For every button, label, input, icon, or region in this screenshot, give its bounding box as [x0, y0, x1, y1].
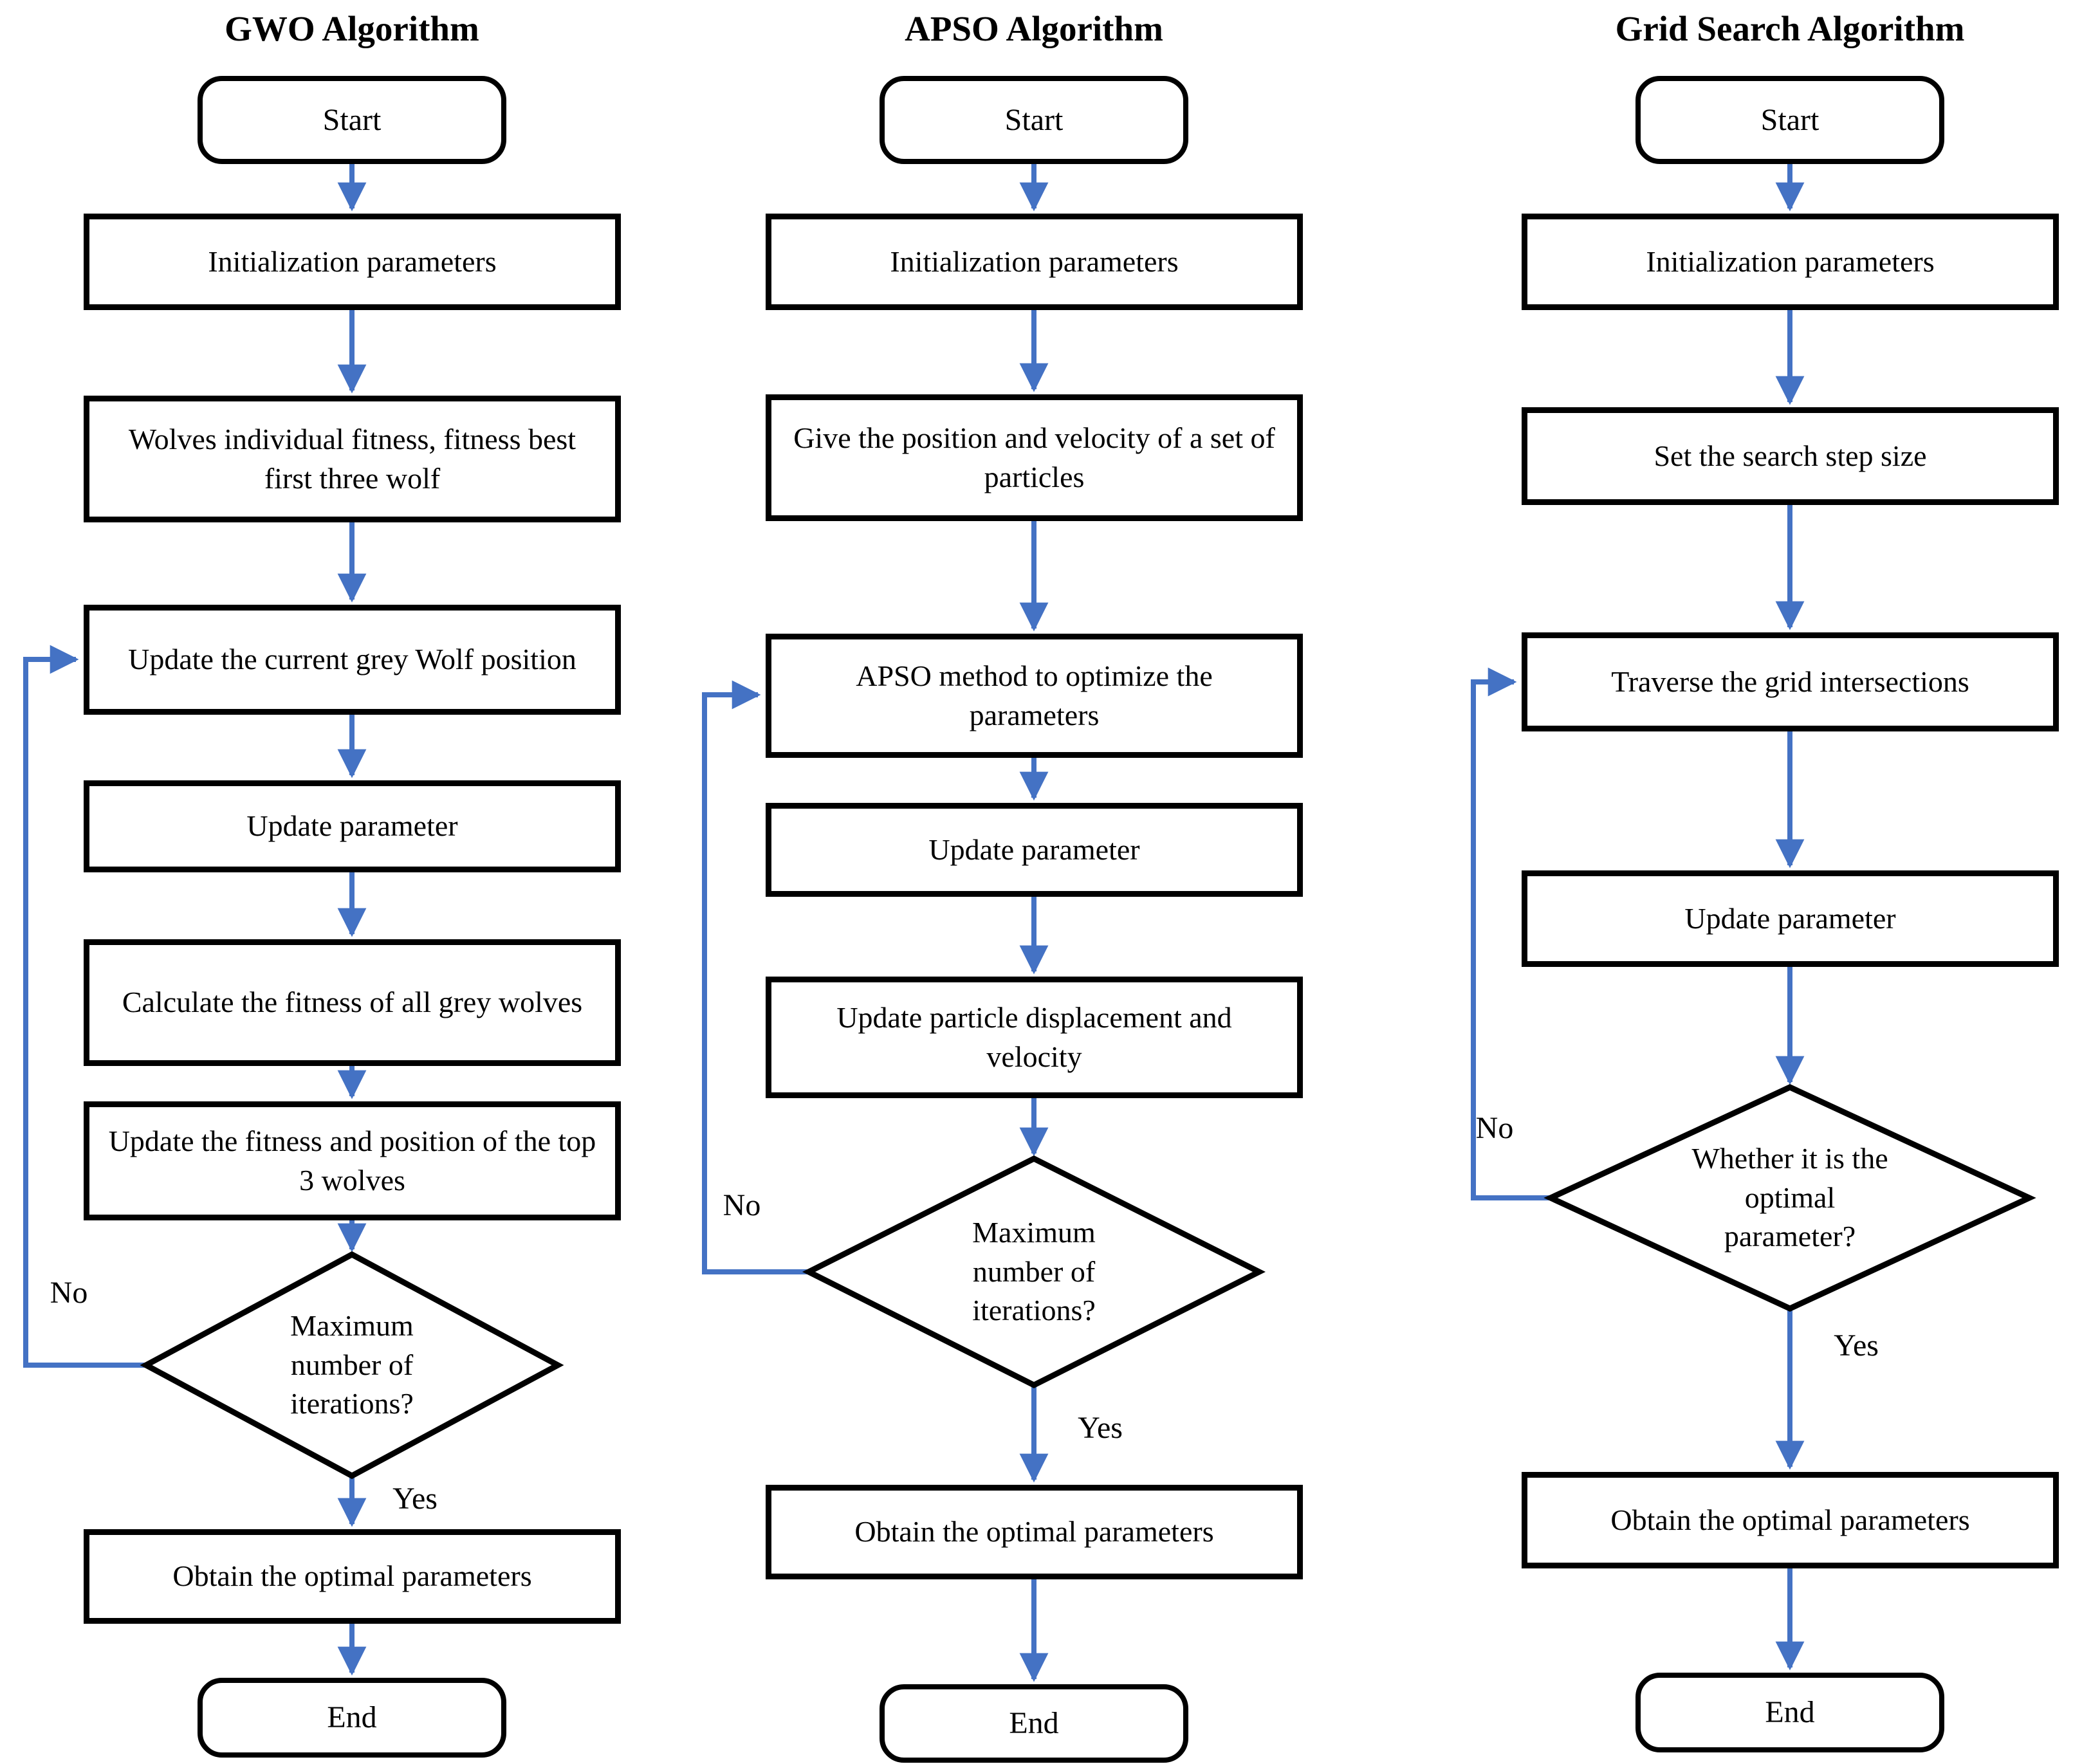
gwo-step-update-wolf-position: Update the current grey Wolf position: [84, 605, 621, 715]
apso-end-node: End: [880, 1684, 1188, 1763]
apso-no-label: No: [723, 1188, 761, 1222]
grid-search-column-title: Grid Search Algorithm: [1615, 9, 1965, 48]
grid-search-end-node: End: [1635, 1673, 1944, 1752]
gwo-step-update-parameter: Update parameter: [84, 780, 621, 872]
apso-column-title: APSO Algorithm: [905, 9, 1163, 48]
apso-step-optimize-parameters: APSO method to optimize the parameters: [766, 634, 1303, 758]
apso-step-obtain-optimal: Obtain the optimal parameters: [766, 1485, 1303, 1579]
grid-search-step-update-parameter: Update parameter: [1522, 870, 2059, 967]
gwo-decision-text: Maximum number of iterations?: [290, 1309, 414, 1420]
gwo-yes-label: Yes: [392, 1482, 438, 1516]
grid-search-flow-arrows: [1471, 164, 1805, 1671]
grid-search-yes-label: Yes: [1834, 1328, 1879, 1363]
apso-decision-text: Maximum number of iterations?: [972, 1215, 1096, 1327]
apso-step-initialization: Initialization parameters: [766, 214, 1303, 310]
grid-search-no-label: No: [1475, 1111, 1514, 1145]
gwo-flow-arrows: [23, 164, 367, 1676]
gwo-end-node: End: [198, 1678, 506, 1758]
apso-decision-diamond: [802, 1155, 1266, 1389]
gwo-step-update-top3-wolves: Update the fitness and position of the t…: [84, 1101, 621, 1220]
apso-step-update-parameter: Update parameter: [766, 803, 1303, 897]
gwo-step-obtain-optimal: Obtain the optimal parameters: [84, 1529, 621, 1624]
apso-step-update-displacement-velocity: Update particle displacement and velocit…: [766, 977, 1303, 1098]
gwo-step-initialization: Initialization parameters: [84, 214, 621, 310]
apso-flow-arrows: [702, 164, 1049, 1682]
gwo-column-title: GWO Algorithm: [225, 9, 479, 48]
grid-search-step-traverse-grid: Traverse the grid intersections: [1522, 632, 2059, 731]
grid-search-decision-diamond: [1543, 1084, 2036, 1312]
gwo-decision-diamond: [140, 1251, 564, 1480]
grid-search-step-initialization: Initialization parameters: [1522, 214, 2059, 310]
grid-search-start-node: Start: [1635, 76, 1944, 164]
decision-diamonds: [140, 1084, 2036, 1480]
grid-search-step-obtain-optimal: Obtain the optimal parameters: [1522, 1472, 2059, 1568]
grid-search-decision-text: Whether it is the optimal parameter?: [1691, 1141, 1888, 1253]
apso-step-give-position-velocity: Give the position and velocity of a set …: [766, 394, 1303, 521]
apso-yes-label: Yes: [1078, 1411, 1123, 1445]
gwo-step-wolves-fitness: Wolves individual fitness, fitness best …: [84, 396, 621, 522]
gwo-start-node: Start: [198, 76, 506, 164]
gwo-no-label: No: [50, 1276, 88, 1310]
gwo-step-calculate-fitness: Calculate the fitness of all grey wolves: [84, 939, 621, 1066]
grid-search-step-set-step-size: Set the search step size: [1522, 407, 2059, 505]
apso-start-node: Start: [880, 76, 1188, 164]
